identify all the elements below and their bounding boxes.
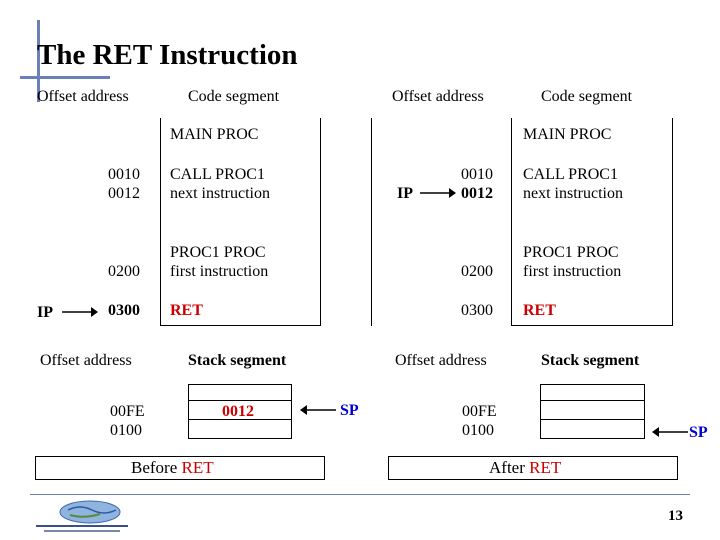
after-caption-prefix: After: [489, 458, 525, 477]
after-main-proc: MAIN PROC: [523, 126, 612, 143]
before-addr-0010: 0010: [108, 166, 140, 183]
before-main-proc: MAIN PROC: [170, 126, 259, 143]
after-code-segment-header: Code segment: [541, 88, 633, 105]
before-code-segment-header: Code segment: [188, 88, 280, 105]
before-stack-cell-top: [188, 384, 292, 401]
before-caption-ret: RET: [181, 458, 214, 477]
after-sp-arrow-icon: [652, 427, 688, 437]
before-offset-header: Offset address: [37, 88, 129, 105]
before-ip-arrow-icon: [62, 307, 98, 317]
before-stack-value: 0012: [222, 403, 254, 420]
before-ip-label: IP: [37, 304, 53, 321]
before-addr-0200: 0200: [108, 263, 140, 280]
after-proc1-label: PROC1 PROC: [523, 244, 619, 261]
after-code-right-border: [672, 118, 673, 326]
before-code-right-border: [320, 118, 321, 326]
after-call-instruction: CALL PROC1: [523, 166, 618, 183]
before-caption-box: [35, 456, 325, 480]
before-stack-addr-00fe: 00FE: [110, 403, 145, 420]
before-addr-0300: 0300: [108, 302, 140, 319]
before-stack-addr-0100: 0100: [110, 422, 142, 439]
before-stack-segment-header: Stack segment: [188, 352, 287, 369]
before-code-bottom-border: [160, 325, 321, 326]
before-addr-0012: 0012: [108, 185, 140, 202]
after-addr-0300: 0300: [461, 302, 493, 319]
after-ret-instruction: RET: [523, 302, 556, 319]
before-stack-cell-bottom: [188, 419, 292, 439]
title-vertical-bar: [37, 20, 40, 102]
slide-title: The RET Instruction: [37, 39, 298, 71]
after-code-mid-border: [511, 118, 512, 326]
after-stack-segment-header: Stack segment: [541, 352, 640, 369]
before-caption: Before RET: [131, 459, 214, 477]
after-offset-header: Offset address: [392, 88, 484, 105]
after-addr-0010: 0010: [461, 166, 493, 183]
after-ip-arrow-icon: [420, 188, 456, 198]
before-call-instruction: CALL PROC1: [170, 166, 265, 183]
after-stack-offset-header: Offset address: [395, 352, 487, 369]
before-first-instruction: first instruction: [170, 263, 269, 280]
after-code-bottom-border: [511, 325, 673, 326]
after-first-instruction: first instruction: [523, 263, 622, 280]
after-stack-cell-top: [540, 384, 645, 401]
page-number: 13: [668, 508, 683, 524]
after-stack-addr-00fe: 00FE: [462, 403, 497, 420]
after-addr-0200: 0200: [461, 263, 493, 280]
after-addr-0012: 0012: [461, 185, 493, 202]
after-sp-label: SP: [689, 424, 708, 441]
before-code-left-border: [160, 118, 161, 326]
before-next-instruction: next instruction: [170, 185, 270, 202]
footer-divider: [30, 494, 690, 495]
before-sp-arrow-icon: [300, 405, 336, 415]
after-next-instruction: next instruction: [523, 185, 623, 202]
after-ip-label: IP: [397, 185, 413, 202]
after-stack-cell-middle: [540, 400, 645, 420]
before-caption-prefix: Before: [131, 458, 178, 477]
after-code-left-border: [371, 118, 372, 326]
title-horizontal-bar: [20, 76, 110, 79]
globe-logo-icon: [36, 500, 128, 532]
after-stack-cell-bottom: [540, 419, 645, 439]
after-caption-box: [388, 456, 678, 480]
before-sp-label: SP: [340, 402, 359, 419]
before-stack-offset-header: Offset address: [40, 352, 132, 369]
before-proc1-label: PROC1 PROC: [170, 244, 266, 261]
after-caption-ret: RET: [529, 458, 562, 477]
after-caption: After RET: [489, 459, 561, 477]
before-ret-instruction: RET: [170, 302, 203, 319]
after-stack-addr-0100: 0100: [462, 422, 494, 439]
